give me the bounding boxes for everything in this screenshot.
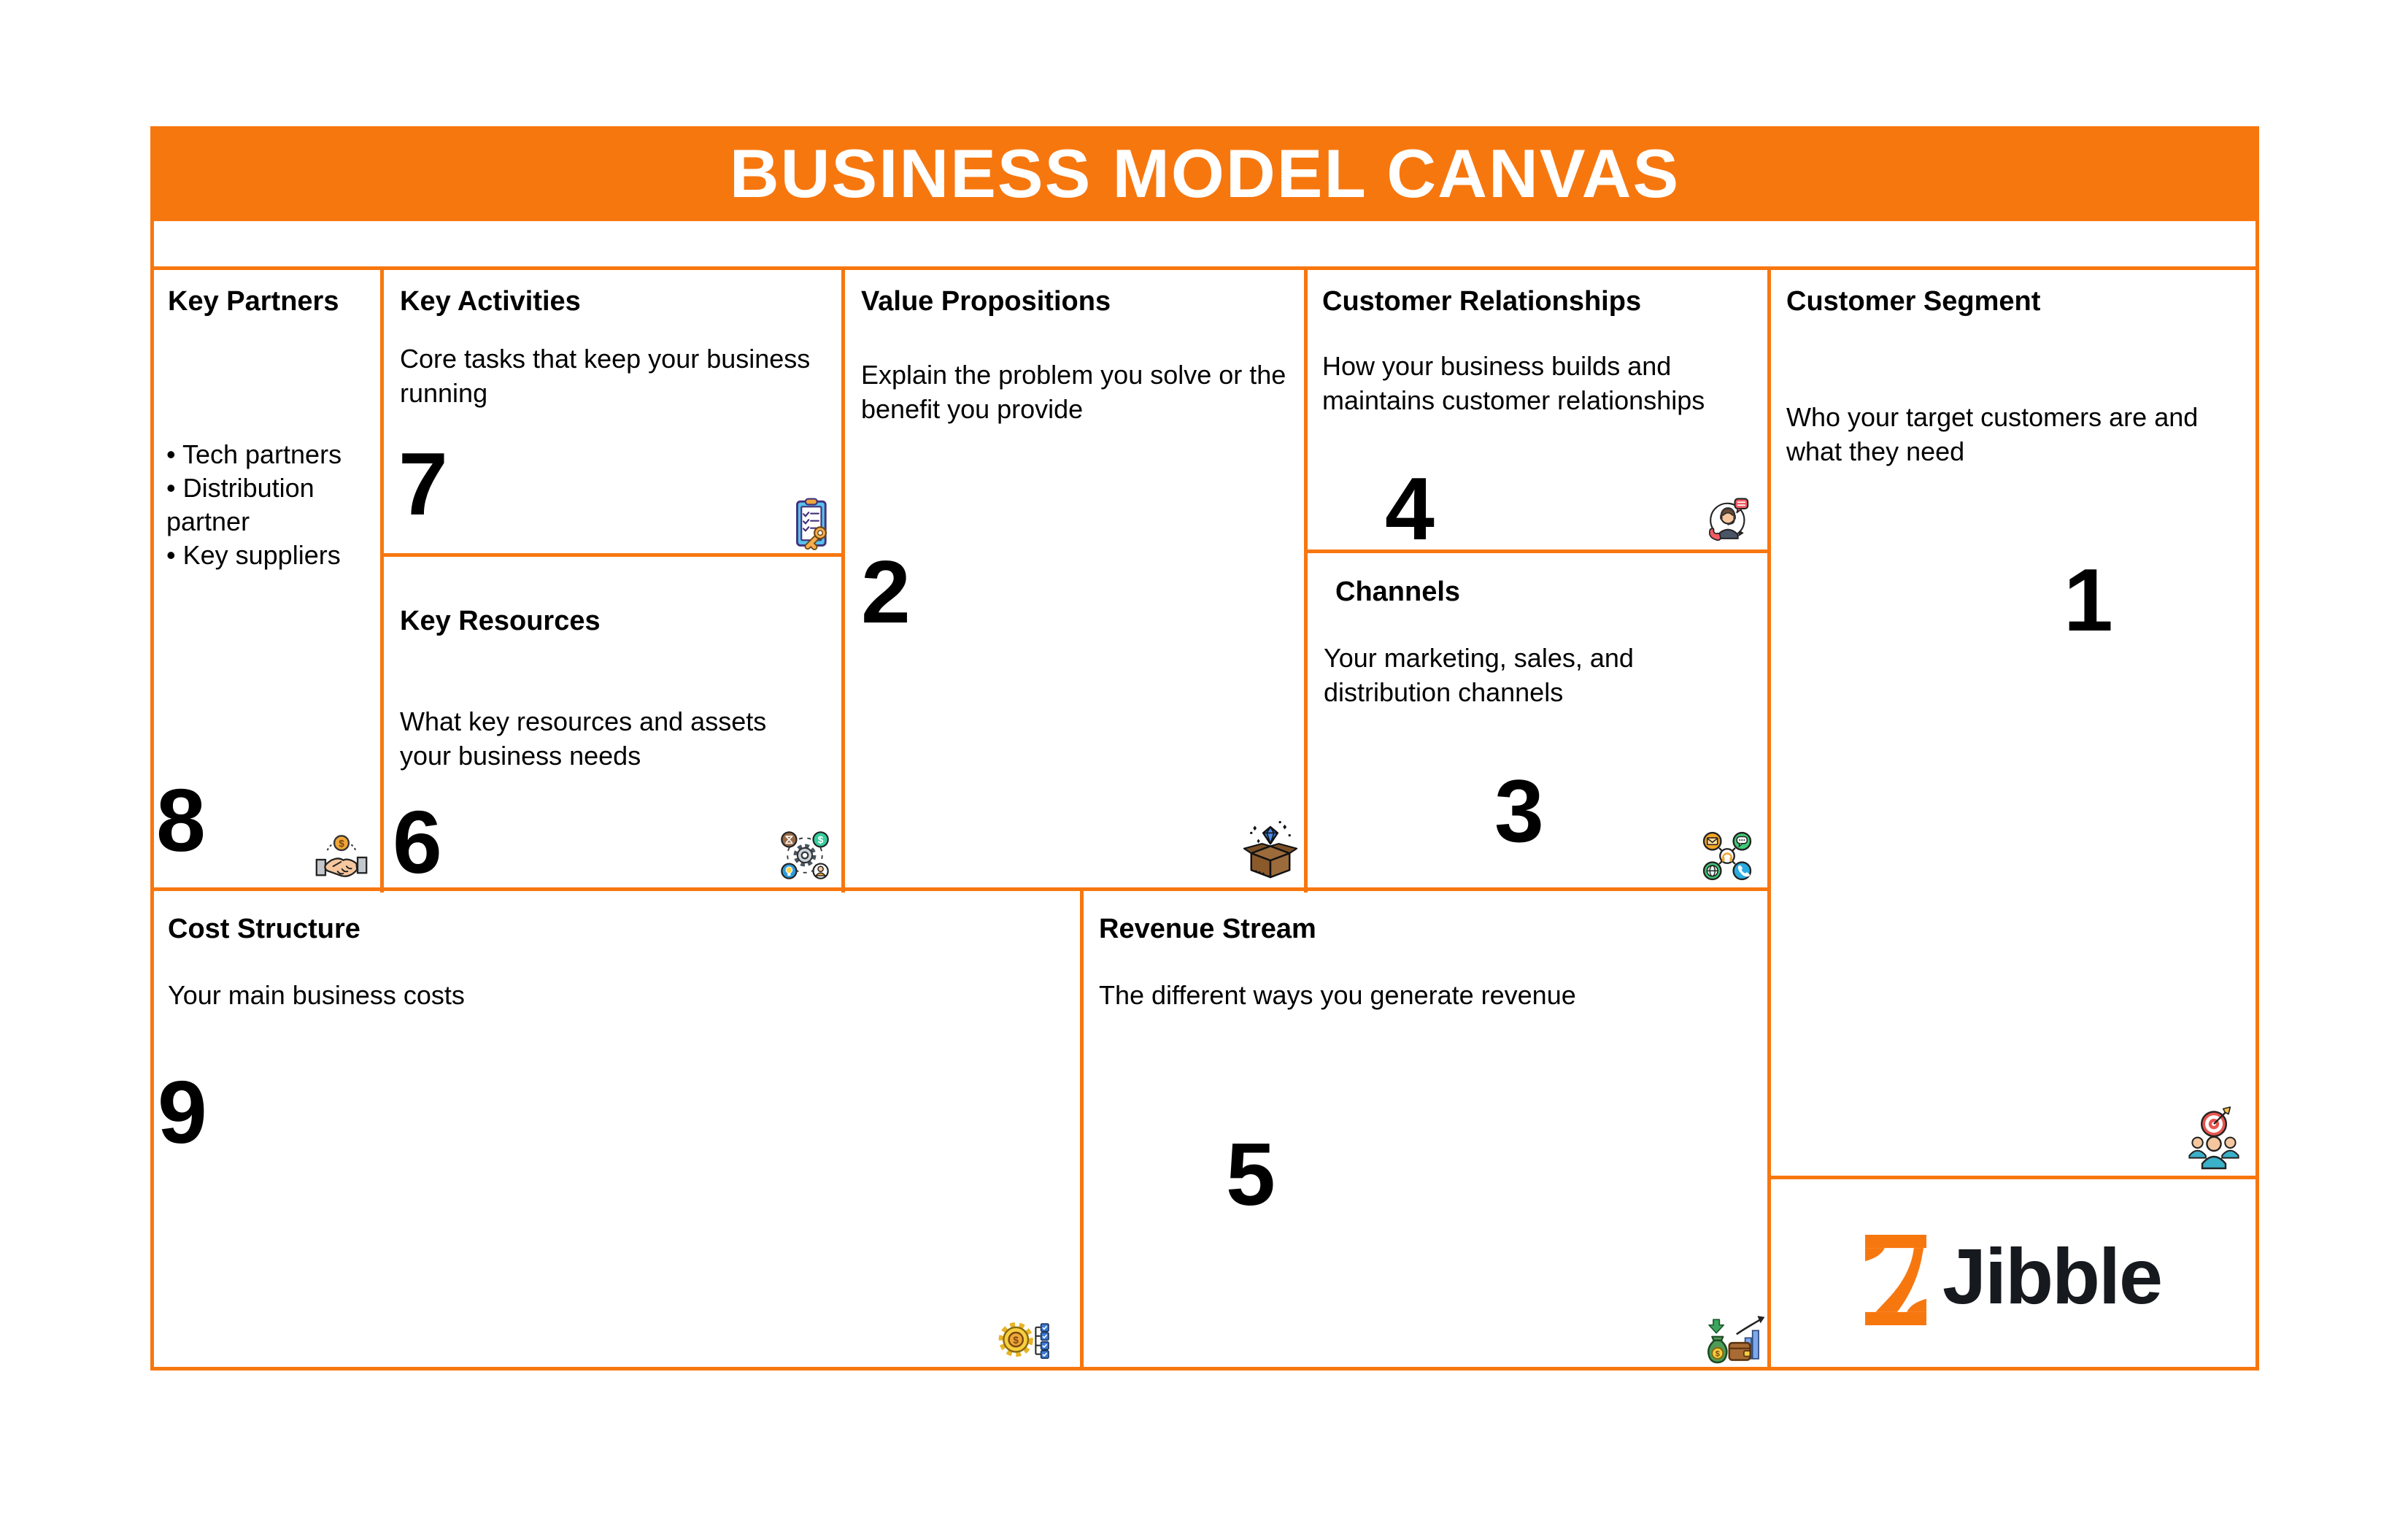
divider-segment-logo: [1767, 1176, 2259, 1179]
key-partners-number: 8: [156, 771, 206, 870]
value-propositions-description: Explain the problem you solve or the ben…: [861, 360, 1286, 424]
revenue-stream-number: 5: [1226, 1125, 1276, 1224]
value-propositions-title: Value Propositions: [861, 286, 1111, 317]
customer-relationships-title: Customer Relationships: [1322, 286, 1642, 317]
gear-network-icon: $: [778, 829, 832, 882]
customer-segment-title: Customer Segment: [1786, 286, 2041, 317]
svg-text:$: $: [339, 839, 344, 849]
target-audience-icon: [2185, 1106, 2243, 1172]
support-agent-icon: [1703, 495, 1753, 544]
channels-description: Your marketing, sales, and distribution …: [1324, 643, 1634, 707]
jibble-hourglass-icon: [1861, 1235, 1931, 1325]
brand-logo-text: Jibble: [1942, 1232, 2163, 1320]
key-activities-description: Core tasks that keep your business runni…: [400, 344, 811, 408]
divider-cost-revenue: [1080, 887, 1084, 1371]
grid-top-line: [150, 266, 2259, 270]
key-resources-description: What key resources and assets your busin…: [400, 706, 767, 771]
divider-relationships-segment: [1767, 266, 1771, 1371]
frame-right-line: [2255, 126, 2259, 1371]
cost-structure-description: Your main business costs: [168, 980, 465, 1010]
cost-structure-title: Cost Structure: [168, 914, 360, 944]
key-activities-title: Key Activities: [400, 286, 581, 317]
list-item: • Tech partners: [166, 439, 342, 469]
customer-segment-number: 1: [2064, 550, 2113, 649]
channels-title: Channels: [1335, 577, 1461, 607]
key-partners-title: Key Partners: [168, 286, 339, 317]
moneybag-chart-icon: $: [1702, 1305, 1770, 1366]
gear-coin-checklist-icon: $: [994, 1309, 1062, 1368]
key-activities-number: 7: [398, 434, 448, 533]
divider-partners-activities: [380, 266, 384, 893]
list-item: • Distribution partner: [166, 473, 314, 536]
svg-text:$: $: [818, 834, 824, 845]
divider-activities-value: [841, 266, 845, 893]
key-partners-bullet-list: • Tech partners • Distribution partner •…: [166, 438, 379, 572]
channel-circles-icon: [1699, 828, 1756, 884]
customer-relationships-number: 4: [1385, 459, 1435, 558]
svg-text:$: $: [1013, 1335, 1019, 1346]
divider-activities-resources: [380, 553, 845, 557]
box-diamond-icon: [1240, 817, 1300, 884]
canvas-header-bar: BUSINESS MODEL CANVAS: [150, 126, 2259, 221]
frame-left-line: [150, 126, 154, 1371]
value-propositions-number: 2: [861, 542, 911, 641]
channels-number: 3: [1494, 761, 1544, 860]
revenue-stream-description: The different ways you generate revenue: [1099, 980, 1576, 1010]
cost-structure-number: 9: [158, 1063, 207, 1162]
frame-bottom-line: [150, 1367, 2259, 1371]
divider-row-bottom: [150, 887, 1771, 891]
revenue-stream-title: Revenue Stream: [1099, 914, 1316, 944]
list-item: • Key suppliers: [166, 540, 341, 570]
clipboard-key-icon: [787, 496, 839, 552]
key-resources-title: Key Resources: [400, 606, 601, 636]
customer-relationships-description: How your business builds and maintains c…: [1322, 351, 1705, 415]
customer-segment-description: Who your target customers are and what t…: [1786, 402, 2199, 466]
page-title: BUSINESS MODEL CANVAS: [729, 135, 1680, 212]
divider-relationships-channels: [1304, 550, 1771, 553]
key-resources-number: 6: [393, 793, 442, 892]
svg-text:$: $: [1716, 1350, 1720, 1359]
divider-value-relationships: [1304, 266, 1308, 893]
handshake-coin-icon: $: [314, 830, 369, 889]
